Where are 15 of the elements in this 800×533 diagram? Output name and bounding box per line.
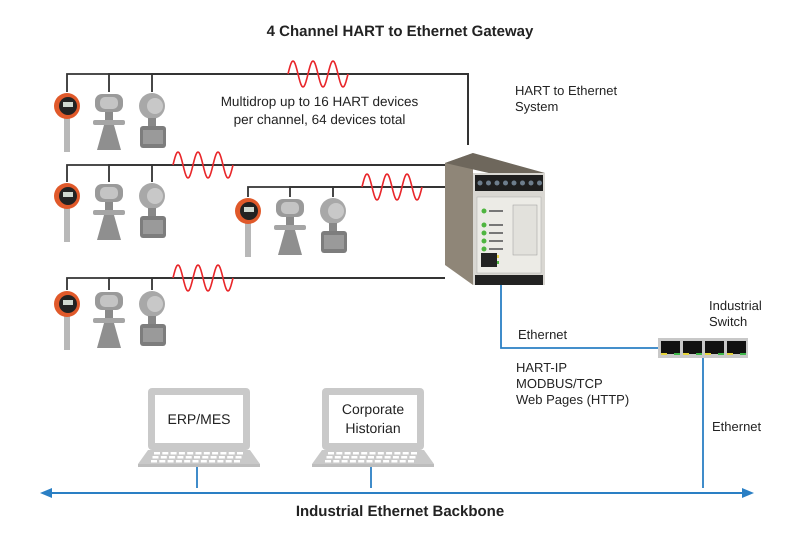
node-label: ERP/MES (166, 410, 232, 428)
diagram-title: 4 Channel HART to Ethernet Gateway (266, 24, 534, 40)
node-label: Corporate Historian (340, 400, 406, 438)
note-text: Multidrop up to 16 HART devices per channel, 64 devices total (220, 93, 420, 129)
ethernet-cable (500, 285, 658, 349)
ethernet-cable (370, 466, 372, 488)
device-caption: Industrial Switch (709, 298, 763, 330)
hart-wire (332, 186, 445, 197)
protocol-label: Web Pages (HTTP) (516, 392, 630, 408)
ethernet-cable (196, 466, 198, 488)
protocol-label: MODBUS/TCP (516, 376, 603, 392)
backbone-label: Industrial Ethernet Backbone (294, 504, 506, 520)
device-caption: HART to Ethernet System (515, 83, 618, 115)
ethernet-cable (702, 358, 704, 488)
protocol-label: HART-IP (516, 360, 568, 376)
